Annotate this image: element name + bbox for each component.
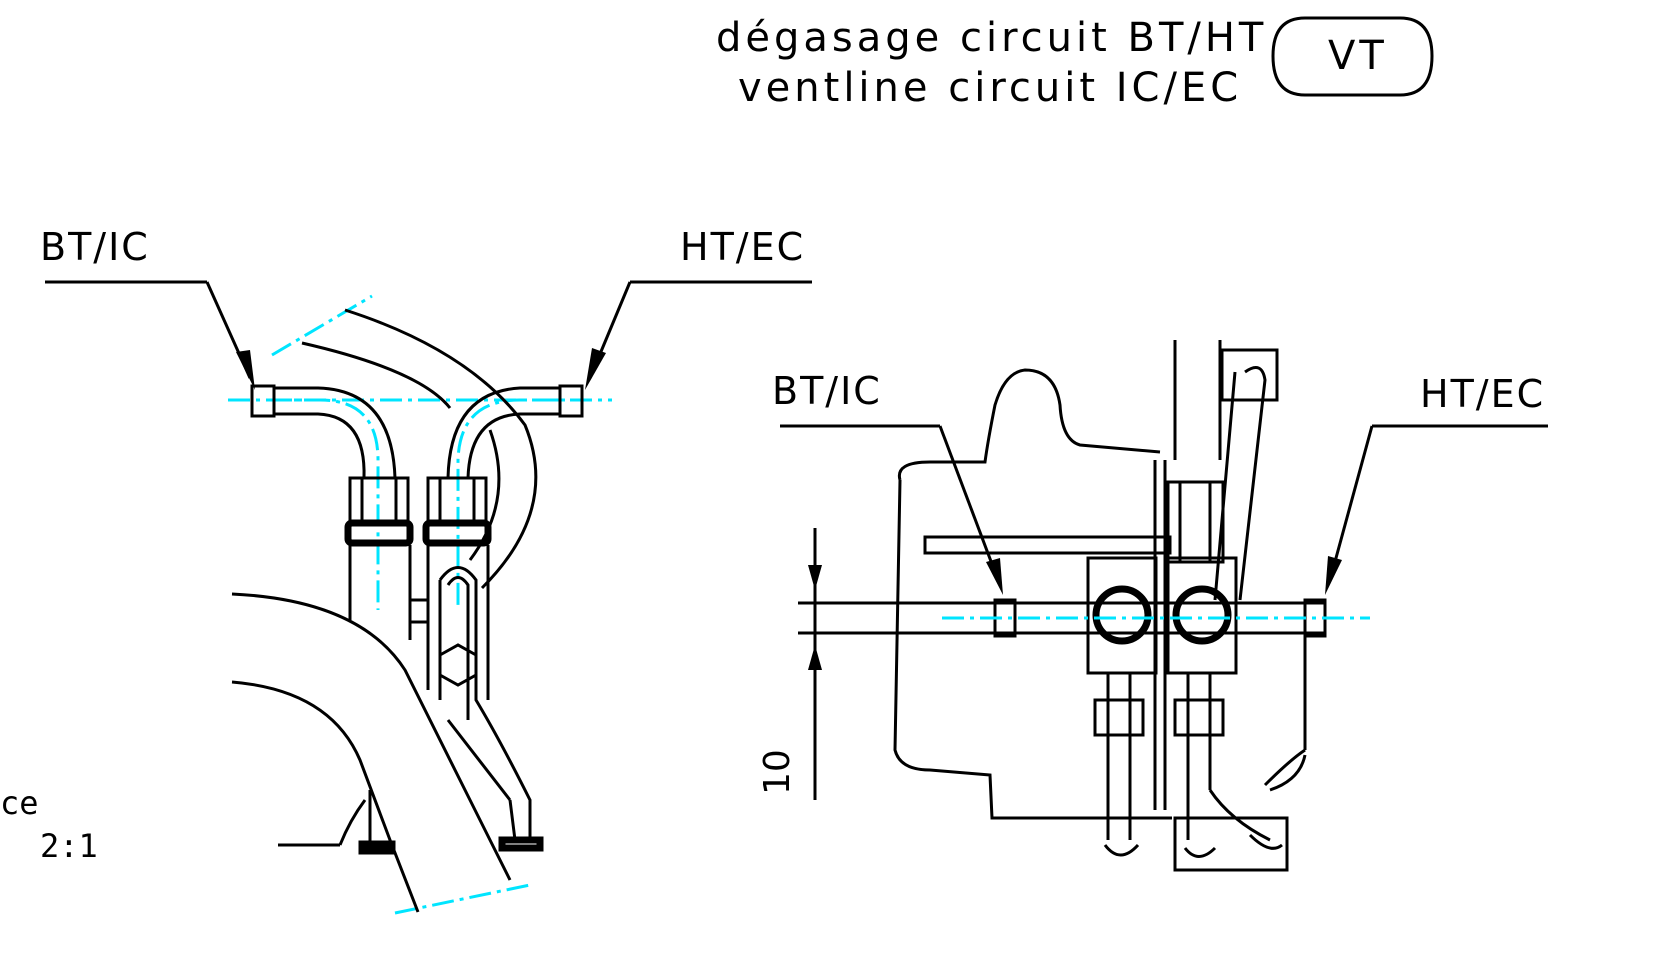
leader-bt-ic-left: [45, 280, 255, 390]
housing-outline: [893, 368, 1172, 820]
bracket: [408, 598, 430, 624]
fitting-left: [344, 476, 414, 640]
pipe-centerline-right: [456, 398, 565, 610]
scale-prefix: ce: [0, 784, 39, 822]
vertical-post: [1153, 340, 1279, 810]
diagonal-centerline-top: [271, 294, 373, 357]
label-ht-ec-right: HT/EC: [1420, 372, 1546, 416]
vt-badge: [1271, 16, 1434, 97]
drain-left: [1093, 673, 1145, 857]
vt-badge-label: VT: [1328, 33, 1388, 79]
leader-ht-ec-right: [1325, 424, 1548, 595]
label-ht-ec-left: HT/EC: [680, 225, 806, 269]
elbow-pipe-bt-ic: [250, 384, 397, 479]
hose-inner: [468, 429, 501, 561]
header-line-2: ventline circuit IC/EC: [738, 65, 1243, 111]
label-bt-ic-right: BT/IC: [772, 369, 882, 413]
label-bt-ic-left: BT/IC: [40, 225, 150, 269]
scale-value: 2:1: [40, 827, 98, 865]
pipe-centerline-left: [270, 398, 380, 610]
leader-ht-ec-left: [585, 280, 812, 390]
engine-body-curves: [231, 592, 512, 913]
vertical-drain-pipe: [438, 566, 544, 852]
diagonal-centerline-bottom: [394, 883, 531, 915]
hose: [301, 308, 538, 590]
header-line-1: dégasage circuit BT/HT: [716, 15, 1268, 61]
drain-right: [1173, 673, 1289, 872]
left-view: [45, 280, 812, 915]
dimension-label: 10: [757, 749, 798, 795]
right-view: [780, 340, 1548, 872]
mounting-bar: [923, 535, 1172, 555]
fitting-stack: [1086, 480, 1238, 675]
pipe-horizontal: [993, 598, 1327, 792]
